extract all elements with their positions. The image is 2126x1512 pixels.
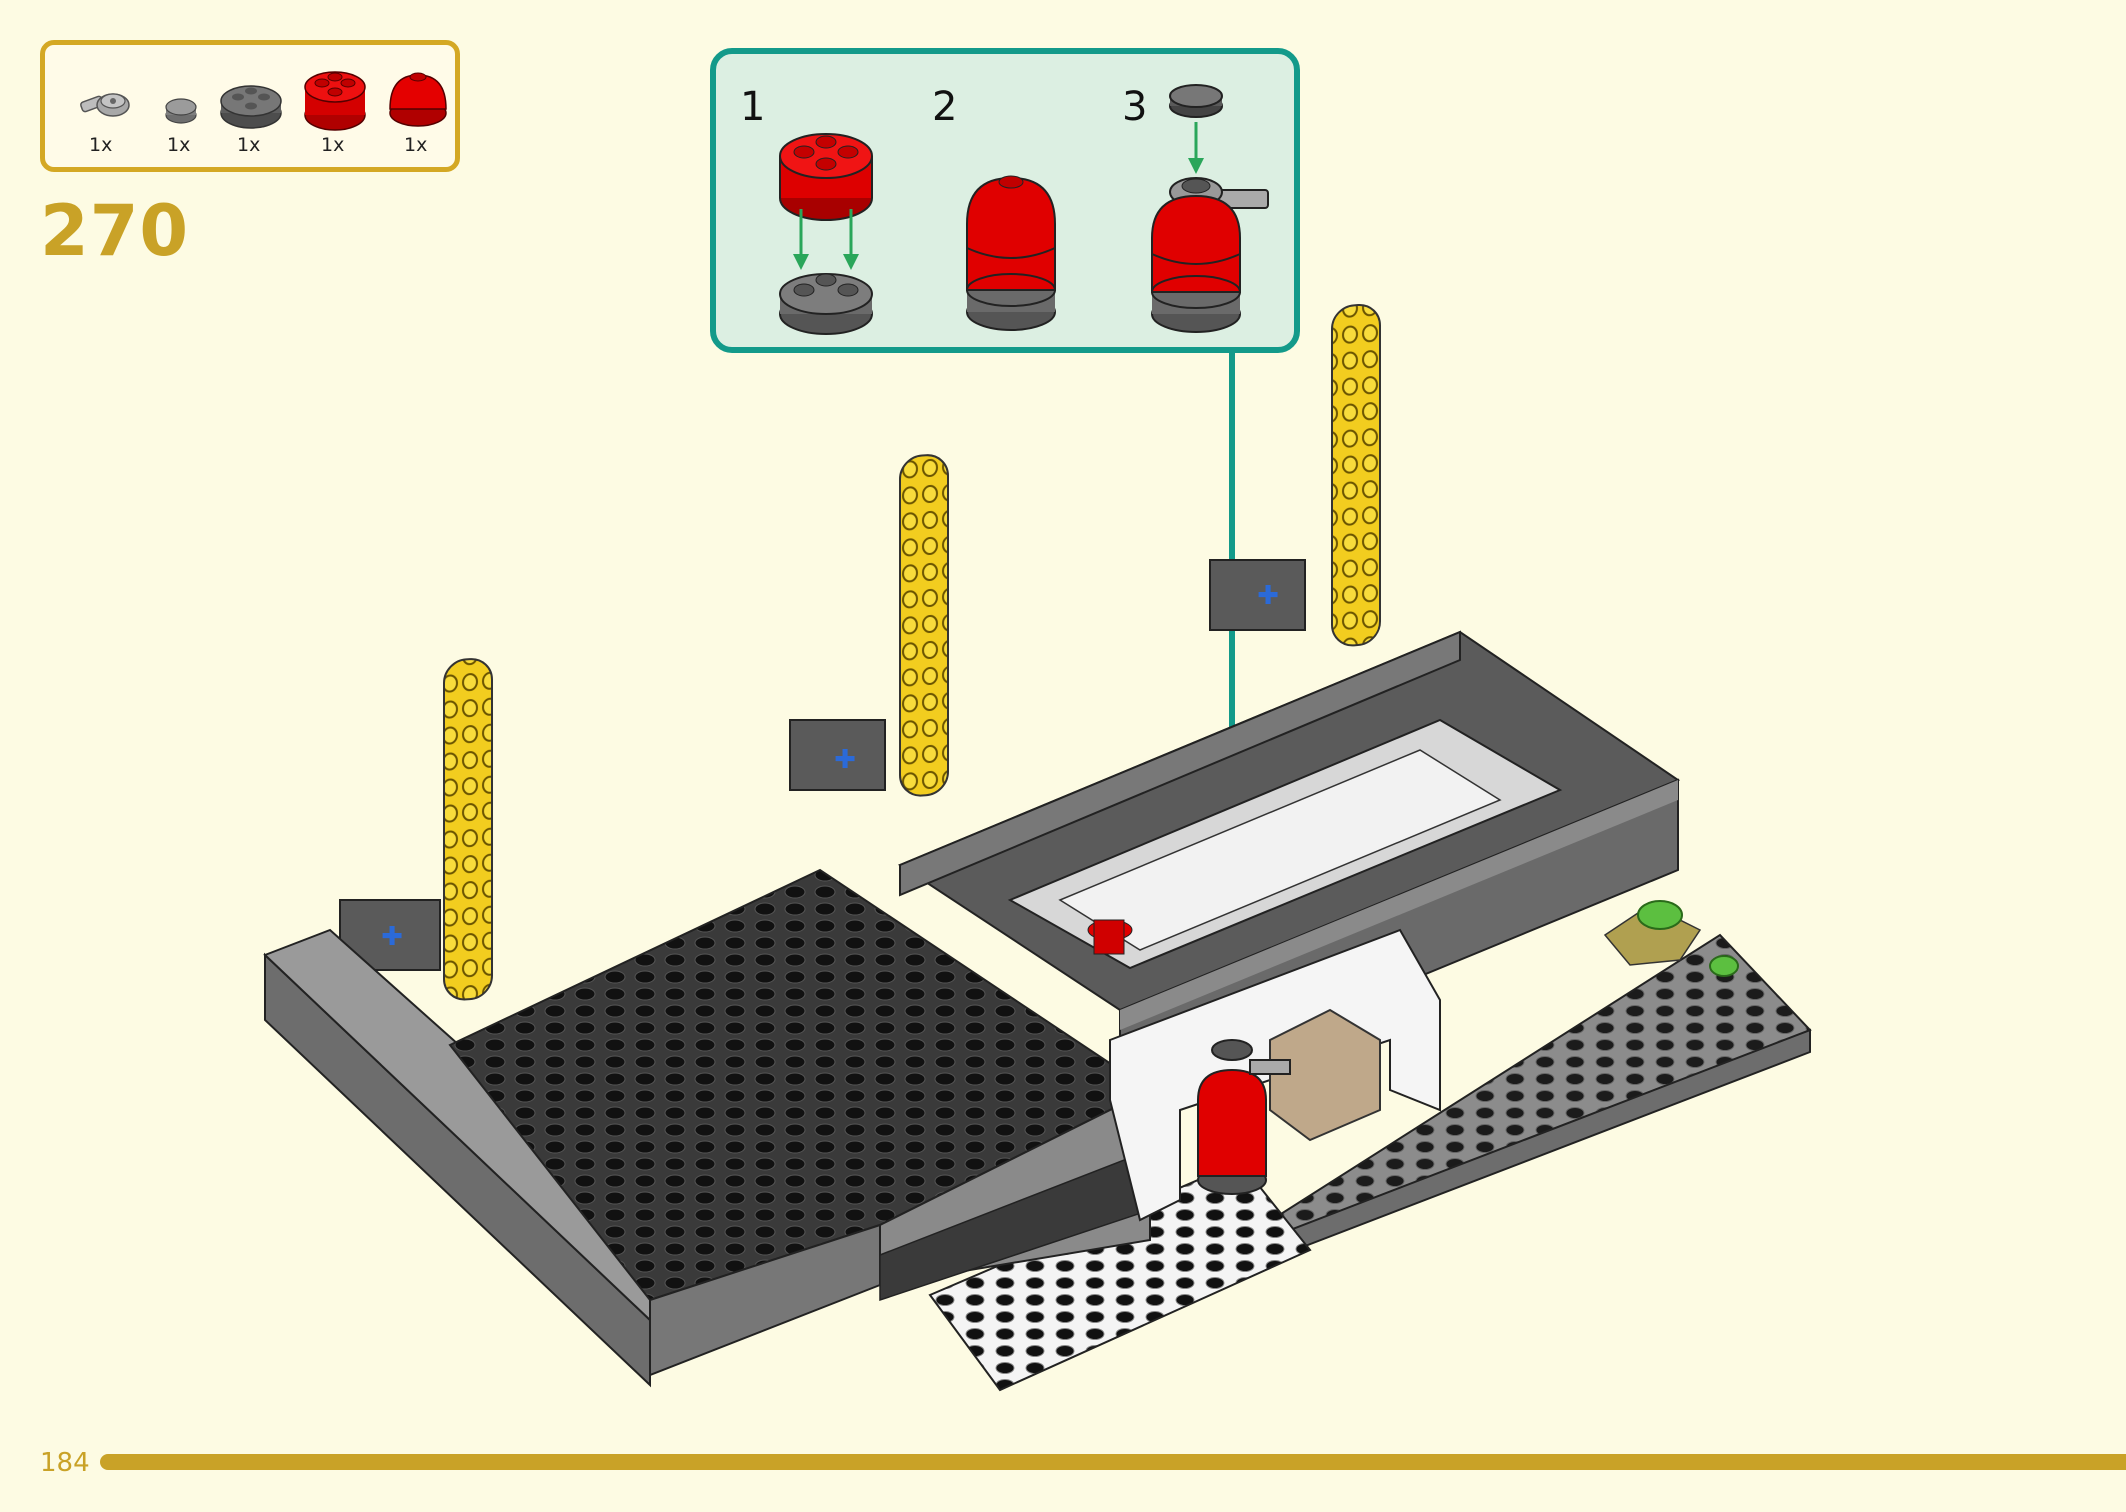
round-plate-icon <box>220 85 282 129</box>
part-qty: 1x <box>237 134 261 156</box>
part-qty: 1x <box>89 134 113 156</box>
substep-label: 3 <box>1122 84 1148 130</box>
substep-3-figure <box>1151 84 1269 333</box>
part-bar-holder: 1x <box>63 45 143 172</box>
svg-text:✚: ✚ <box>834 745 856 775</box>
subassembly-callout: 1 2 3 <box>710 48 1300 353</box>
part-round-tile: 1x <box>141 45 221 172</box>
step-number: 270 <box>40 190 190 272</box>
fire-extinguisher-model <box>1087 919 1291 1195</box>
part-qty: 1x <box>321 134 345 156</box>
substep-label: 2 <box>932 84 958 130</box>
dome-icon <box>389 72 447 127</box>
substep-1-figure <box>779 133 873 335</box>
part-dome: 1x <box>378 45 458 172</box>
page-number: 184 <box>40 1448 90 1478</box>
part-qty: 1x <box>404 134 428 156</box>
round-brick-icon <box>304 71 366 131</box>
svg-text:✚: ✚ <box>1257 581 1279 611</box>
round-tile-icon <box>165 98 197 124</box>
page-progress-bar <box>100 1454 2126 1470</box>
part-qty: 1x <box>167 134 191 156</box>
technic-beams <box>443 303 1381 1001</box>
substep-2-figure <box>966 175 1056 331</box>
plant <box>1603 900 1739 977</box>
part-round-plate: 1x <box>211 45 291 172</box>
substep-label: 1 <box>740 84 766 130</box>
part-round-brick: 1x <box>295 45 375 172</box>
svg-text:✚: ✚ <box>381 922 403 952</box>
bar-holder-clip-icon <box>80 93 130 117</box>
parts-list: 1x 1x 1x 1x <box>40 40 460 172</box>
